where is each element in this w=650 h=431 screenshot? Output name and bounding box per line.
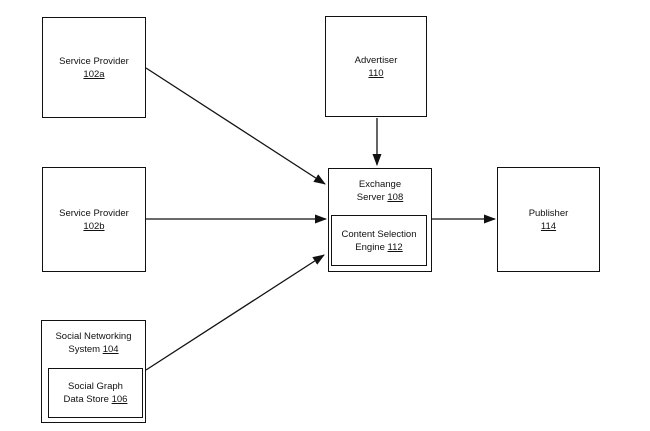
box-label: Publisher 114 [498,207,599,233]
box-ref-prefix: System [68,344,103,355]
box-service-provider-102b: Service Provider 102b [42,167,146,272]
box-ref-prefix: Engine [355,241,388,253]
box-ref-number: 114 [540,220,557,232]
box-ref-number: 112 [387,241,403,253]
box-title-text: Service Provider [59,207,129,219]
box-title-text: Advertiser [354,54,398,66]
box-service-provider-102a: Service Provider 102a [42,17,146,118]
box-ref-prefix: Server [356,192,388,203]
arrow-service-provider-102a-to-exchange-server [145,67,326,185]
box-title-text: Service Provider [59,55,129,67]
box-ref-prefix: Data Store [63,394,112,405]
box-social-graph-data-store-106: Social Graph Data Store 106 [48,368,143,418]
box-exchange-server-108: Exchange Server 108 Content Selection En… [328,168,432,272]
box-ref-number: 108 [387,192,404,203]
box-advertiser-110: Advertiser 110 [325,16,427,117]
arrow-social-networking-system-to-exchange-server [145,254,325,371]
box-ref-number: 104 [102,344,119,355]
box-title-text: Social Networking [55,331,132,342]
box-label: Service Provider 102b [43,207,145,233]
box-label: Social Networking System 104 [42,321,145,365]
box-label: Advertiser 110 [326,54,426,80]
box-ref-number: 110 [368,67,384,79]
box-social-networking-system-104: Social Networking System 104 Social Grap… [41,320,146,423]
box-ref-number: 102a [83,68,105,80]
box-label: Exchange Server 108 [329,169,431,213]
box-publisher-114: Publisher 114 [497,167,600,272]
box-ref-number: 102b [83,220,105,232]
box-content-selection-engine-112: Content Selection Engine 112 [331,215,427,266]
box-label: Content Selection Engine 112 [332,228,426,254]
box-label: Social Graph Data Store 106 [49,380,142,406]
box-ref-number: 106 [111,394,128,405]
box-label: Service Provider 102a [43,55,145,81]
box-title-text: Social Graph [68,381,123,392]
box-title-text: Publisher [528,207,569,219]
box-title-text: Content Selection [341,228,417,240]
box-title-text: Exchange [358,179,402,190]
